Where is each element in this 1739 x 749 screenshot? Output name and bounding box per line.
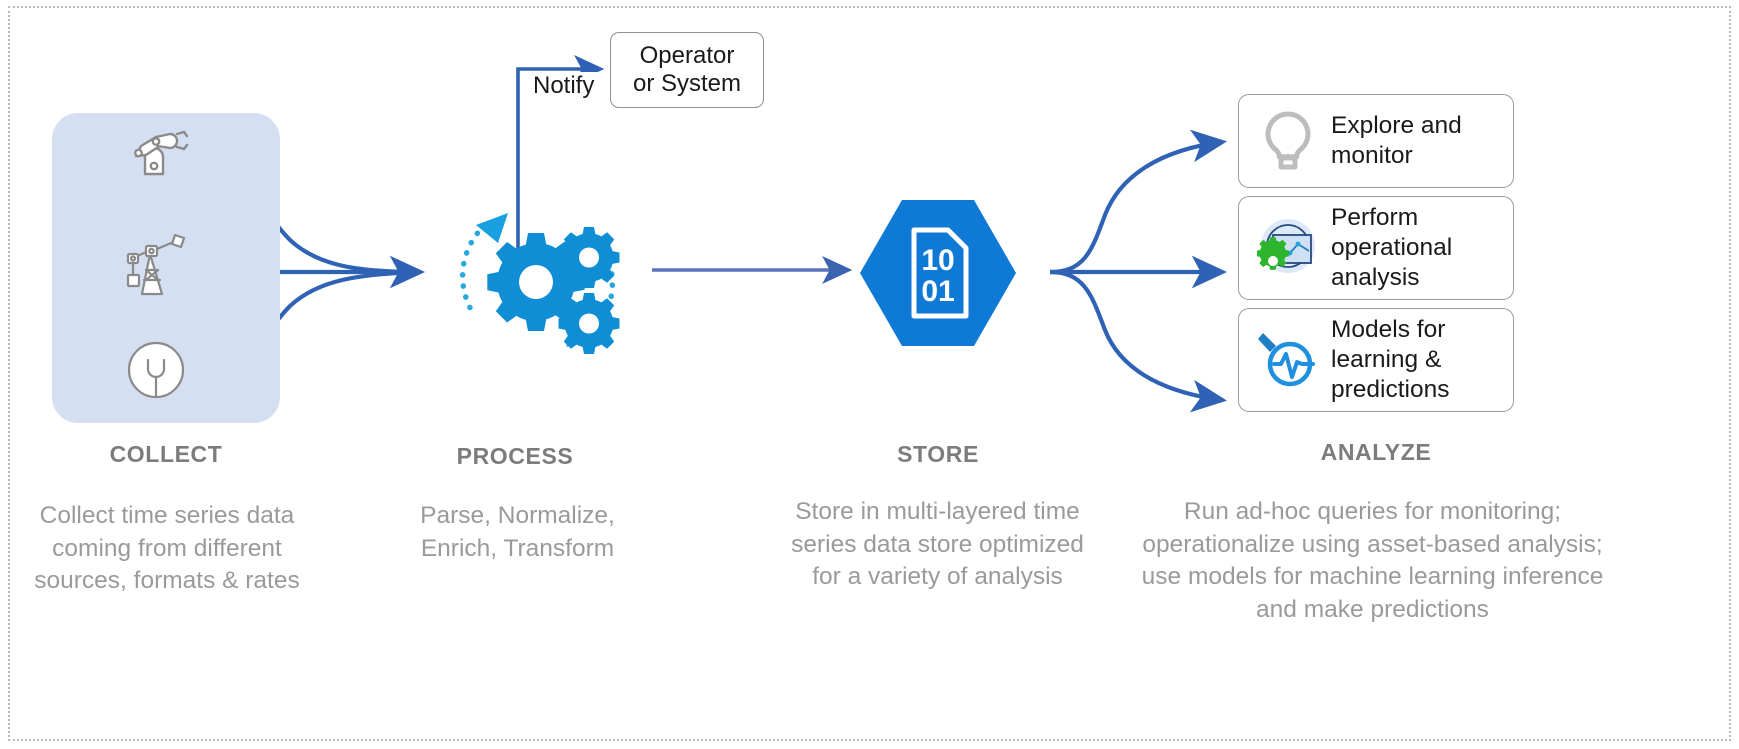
analyze-card-explore-and-monitor[interactable]: Explore and monitor [1238, 94, 1514, 188]
analyze-card-perform-operational-analysis[interactable]: Perform operational analysis [1238, 196, 1514, 300]
stage-description-store: Store in multi-layered time series data … [791, 498, 1084, 591]
analyze-card-models-for-learning-and-predictions[interactable]: Models for learning & predictions [1238, 308, 1514, 412]
stage-title-store: STORE [897, 441, 979, 467]
stage-description-process: Parse, Normalize, Enrich, Transform [420, 502, 615, 562]
binary-line-2: 01 [921, 275, 954, 308]
stage-description-analyze: Run ad-hoc queries for monitoring; opera… [1141, 498, 1604, 623]
lightbulb-icon [1251, 108, 1325, 174]
power-plug-icon [124, 338, 188, 407]
analyze-card-label: Explore and monitor [1331, 112, 1462, 169]
operator-or-system-box[interactable]: Operator or System [610, 32, 764, 108]
analyze-card-list: Explore and monitor Perform [1238, 94, 1514, 412]
process-gears-graphic [440, 185, 630, 375]
stage-description-collect: Collect time series data coming from dif… [34, 502, 300, 595]
model-magnifier-pulse-icon [1251, 329, 1325, 391]
hexagon-binary-data-icon: 10 01 [858, 198, 1018, 348]
analyze-card-label: Models for learning & predictions [1331, 316, 1450, 403]
operator-box-line-2: or System [632, 70, 742, 97]
operational-chart-gear-icon [1251, 217, 1325, 279]
analyze-card-label: Perform operational analysis [1331, 204, 1453, 291]
binary-line-1: 10 [921, 244, 954, 277]
notify-label: Notify [530, 72, 598, 100]
operator-box-line-1: Operator [639, 41, 735, 69]
oil-derrick-icon [120, 232, 192, 309]
stage-title-collect: COLLECT [109, 441, 223, 467]
stage-title-process: PROCESS [456, 443, 574, 469]
robot-arm-icon [120, 126, 192, 203]
stage-title-analyze: ANALYZE [1320, 439, 1432, 465]
